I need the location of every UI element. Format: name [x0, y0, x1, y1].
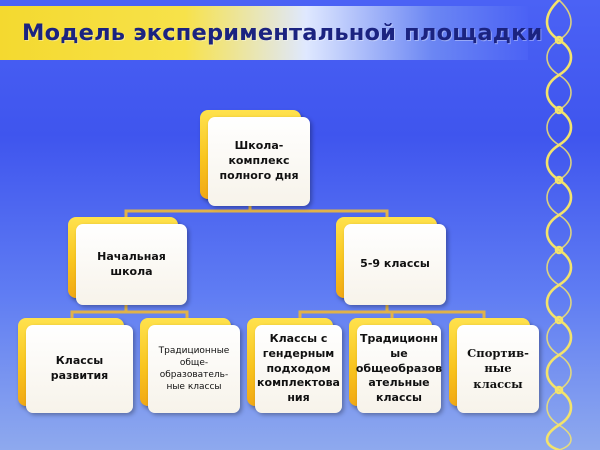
node-traditional-classes-primary-label: Традиционные обще- образователь- ные кла… — [158, 345, 230, 393]
node-root: Школа-комплекс полного дня — [200, 110, 310, 206]
node-sport-classes: Спортив- ные классы — [449, 318, 539, 413]
node-development-classes: Классы развития — [18, 318, 133, 413]
node-primary-school: Начальная школа — [68, 217, 187, 305]
node-traditional-classes-middle-label: Традиционн ые общеобразов ательные класс… — [355, 331, 443, 405]
node-grades-5-9: 5-9 классы — [336, 217, 446, 305]
slide-title: Модель экспериментальной площадки — [22, 20, 543, 46]
node-gender-classes: Классы с гендерным подходом комплектова … — [247, 318, 342, 413]
node-traditional-classes-primary: Традиционные обще- образователь- ные кла… — [140, 318, 240, 413]
title-banner — [0, 6, 528, 60]
node-sport-classes-label: Спортив- ные классы — [467, 345, 529, 391]
node-root-label: Школа-комплекс полного дня — [219, 139, 299, 182]
node-grades-5-9-label: 5-9 классы — [360, 257, 430, 271]
node-development-classes-label: Классы развития — [50, 354, 109, 382]
ornament-border-icon — [545, 0, 573, 450]
node-traditional-classes-middle: Традиционн ые общеобразов ательные класс… — [349, 318, 443, 413]
node-primary-school-label: Начальная школа — [97, 249, 166, 278]
node-gender-classes-label: Классы с гендерным подходом комплектова … — [257, 331, 340, 405]
